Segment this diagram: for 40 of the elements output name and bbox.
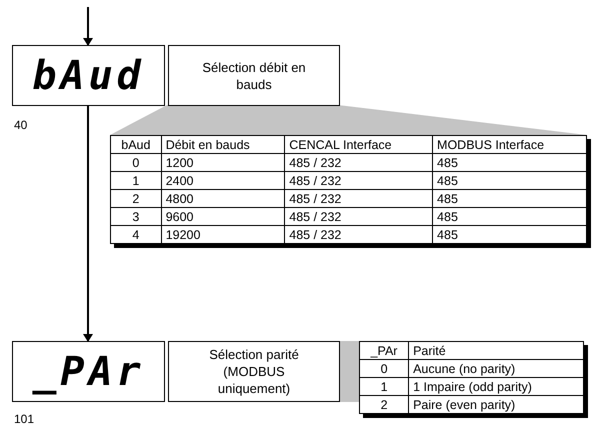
table-cell: 1 [360, 378, 409, 396]
display-readout: _PAr [12, 341, 165, 402]
arrow [83, 106, 93, 342]
table-cell: Paire (even parity) [408, 396, 584, 414]
table-cell: 19200 [161, 226, 285, 244]
table-cell: 2400 [161, 172, 285, 190]
reference-number: 101 [14, 412, 34, 426]
header-cell: CENCAL Interface [284, 136, 433, 154]
table-cell: 485 / 232 [284, 190, 433, 208]
reference-number: 40 [14, 118, 28, 132]
header-cell: Débit en bauds [161, 136, 285, 154]
table-cell: 2 [110, 190, 162, 208]
table-cell: 485 / 232 [284, 226, 433, 244]
table-cell: 1 [110, 172, 162, 190]
table-cell: 485 / 232 [284, 154, 433, 172]
arrow [83, 7, 93, 46]
table-cell: 9600 [161, 208, 285, 226]
table-cell: 485 / 232 [284, 172, 433, 190]
table-cell: 1 Impaire (odd parity) [408, 378, 584, 396]
table-cell: 485 / 232 [284, 208, 433, 226]
header-cell: MODBUS Interface [432, 136, 586, 154]
table-cell: 485 [432, 190, 586, 208]
header-cell: Parité [408, 342, 584, 360]
description-box: Sélection débit en bauds [168, 45, 340, 106]
table-cell: 4 [110, 226, 162, 244]
table-cell: 4800 [161, 190, 285, 208]
table-cell: 3 [110, 208, 162, 226]
header-cell: _PAr [360, 342, 409, 360]
table-cell: 485 [432, 154, 586, 172]
table-cell: 2 [360, 396, 409, 414]
table-cell: Aucune (no parity) [408, 360, 584, 378]
table-cell: 0 [110, 154, 162, 172]
description-box: Sélection parité (MODBUS uniquement) [168, 341, 340, 402]
table-cell: 485 [432, 208, 586, 226]
table-cell: 0 [360, 360, 409, 378]
display-readout: bAud [12, 45, 165, 106]
table-cell: 485 [432, 172, 586, 190]
table-cell: 485 [432, 226, 586, 244]
table-cell: 1200 [161, 154, 285, 172]
header-cell: bAud [110, 136, 162, 154]
